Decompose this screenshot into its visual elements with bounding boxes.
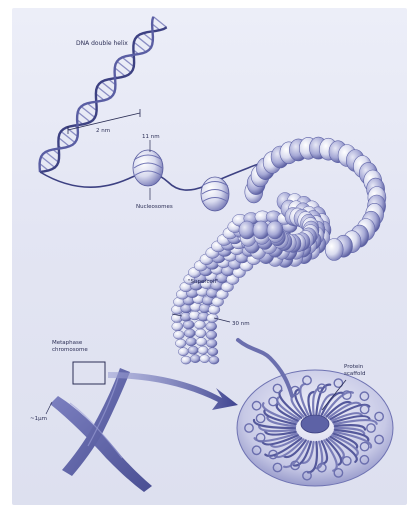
label-scaffold-line-2: scaffold <box>344 371 365 377</box>
fiber-bead <box>194 320 205 329</box>
label-fiber-width: 30 nm <box>232 321 250 327</box>
fiber-bead <box>207 314 218 323</box>
fiber-bead <box>206 322 217 331</box>
base-pair-rung <box>46 152 59 162</box>
coil-bead <box>267 221 283 239</box>
base-pair-rung <box>78 112 90 122</box>
base-pair-rung <box>143 33 153 41</box>
base-pair-rung <box>115 68 125 76</box>
fiber-bead <box>206 339 217 347</box>
label-metaphase-chromosome: Metaphase chromosome <box>52 340 88 353</box>
fiber-bead <box>172 322 183 331</box>
label-metaphase-line-2: chromosome <box>52 347 88 353</box>
base-pair-rung <box>102 82 115 92</box>
base-pair-rung <box>134 42 146 52</box>
label-metaphase-line-1: Metaphase <box>52 340 83 346</box>
label-scaffold-line-1: Protein <box>344 364 364 370</box>
label-nucleosomes: Nucleosomes <box>136 204 173 210</box>
label-chromosome-width: ~1µm <box>30 416 47 422</box>
fiber-bead <box>206 331 217 340</box>
metaphase-chromosome <box>50 368 152 492</box>
coil-bead <box>253 221 269 239</box>
label-protein-scaffold: Protein scaffold <box>344 364 365 377</box>
base-pair-rung <box>59 138 70 147</box>
label-nucleosome-width: 11 nm <box>142 134 160 140</box>
coil-bead <box>239 221 255 239</box>
fiber-bead <box>186 338 197 346</box>
fiber-bead <box>188 346 198 354</box>
nucleosome-1 <box>133 150 163 186</box>
fiber-bead <box>174 331 185 340</box>
fiber-bead <box>196 338 207 346</box>
supercoil-loops <box>239 137 386 267</box>
fiber-bead <box>198 346 208 354</box>
fiber-bead <box>209 356 219 364</box>
fiber-bead <box>190 355 200 363</box>
fiber-bead <box>183 320 194 329</box>
fiber-bead <box>181 356 191 364</box>
fiber-bead <box>208 348 218 356</box>
fiber-bead <box>184 329 195 338</box>
chromosome-zoom-box <box>73 362 105 384</box>
label-helix-width: 2 nm <box>96 128 110 134</box>
base-pair-rung <box>87 103 96 110</box>
base-pair-rung <box>122 57 134 66</box>
label-supercoil: "Supercoil" <box>188 279 219 285</box>
label-dna-helix: DNA double helix <box>76 40 128 47</box>
fiber-bead <box>175 339 186 347</box>
fiber-bead <box>200 355 210 363</box>
nucleosome-2 <box>201 177 229 211</box>
scaffold-core <box>301 415 329 433</box>
zoom-arrow <box>108 372 238 410</box>
fiber-bead <box>195 329 206 338</box>
protein-scaffold-loops <box>237 370 393 486</box>
fiber-bead <box>178 348 188 356</box>
chromosome-width-leader <box>46 402 52 414</box>
